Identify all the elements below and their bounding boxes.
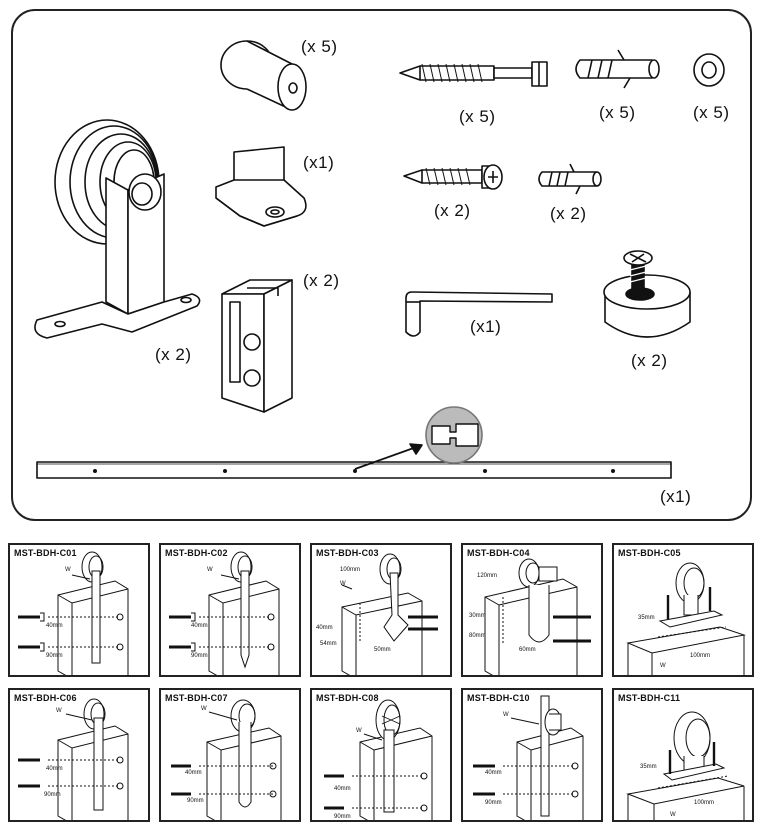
dim-label: 120mm xyxy=(477,573,498,579)
model-panel-c01: MST-BDH-C01 W 40mm 90mm xyxy=(8,543,150,677)
model-panel-c04: MST-BDH-C04 120mm 30mm 80mm 60mm xyxy=(461,543,603,677)
dim-label: 35mm xyxy=(638,615,655,621)
stopper-qty: (x 2) xyxy=(631,351,668,370)
model-title: MST-BDH-C04 xyxy=(467,548,530,558)
dim-label: W xyxy=(660,663,666,669)
dim-label: 80mm xyxy=(469,633,486,639)
dim-label: 90mm xyxy=(334,814,351,820)
model-title: MST-BDH-C07 xyxy=(165,693,228,703)
hex-key-icon xyxy=(405,291,553,337)
dim-label: 90mm xyxy=(191,653,208,659)
model-panel-c07: MST-BDH-C07 W 40mm 90mm xyxy=(159,688,301,822)
dim-label: 35mm xyxy=(640,764,657,770)
model-title: MST-BDH-C05 xyxy=(618,548,681,558)
c10-install-diagram xyxy=(473,695,584,820)
model-title: MST-BDH-C03 xyxy=(316,548,379,558)
model-panel-c03: MST-BDH-C03 100mm W 40mm 54mm 50mm xyxy=(310,543,452,677)
model-title: MST-BDH-C10 xyxy=(467,693,530,703)
dim-label: 60mm xyxy=(519,647,536,653)
dim-label: 40mm xyxy=(46,766,63,772)
dim-label: W xyxy=(201,706,207,712)
dim-label: 90mm xyxy=(485,800,502,806)
model-panel-c08: MST-BDH-C08 W 40mm 90mm xyxy=(310,688,452,822)
dim-label: 30mm xyxy=(469,613,486,619)
dim-label: W xyxy=(207,567,213,573)
lag-screw-icon xyxy=(399,61,548,87)
washer-icon xyxy=(693,53,725,87)
small-screw-qty: (x 2) xyxy=(434,201,471,220)
dim-label: W xyxy=(356,728,362,734)
model-title: MST-BDH-C08 xyxy=(316,693,379,703)
floor-guide-plate-qty: (x1) xyxy=(303,153,335,172)
dim-label: 100mm xyxy=(690,653,711,659)
door-stopper-icon xyxy=(603,250,691,338)
model-panel-c02: MST-BDH-C02 W 40mm 90mm xyxy=(159,543,301,677)
kit-illustration xyxy=(34,40,725,479)
model-title: MST-BDH-C02 xyxy=(165,548,228,558)
dim-label: 90mm xyxy=(46,653,63,659)
c08-install-diagram xyxy=(324,699,433,820)
dim-label: W xyxy=(65,567,71,573)
c11-install-diagram xyxy=(626,711,745,820)
model-panel-c05: MST-BDH-C05 35mm 100mm W xyxy=(612,543,754,677)
c04-install-diagram xyxy=(484,558,591,675)
dim-label: 50mm xyxy=(374,647,391,653)
dim-label: 90mm xyxy=(187,798,204,804)
floor-guide-cap-qty: (x 5) xyxy=(301,37,338,56)
model-panel-c10: MST-BDH-C10 W 40mm 90mm xyxy=(461,688,603,822)
dim-label: 100mm xyxy=(340,567,361,573)
anti-jump-block-icon xyxy=(221,279,293,413)
model-panel-c06: MST-BDH-C06 W 40mm 90mm xyxy=(8,688,150,822)
washer-qty: (x 5) xyxy=(693,103,730,122)
roller-qty: (x 2) xyxy=(155,345,192,364)
c07-install-diagram xyxy=(171,699,282,820)
dim-label: 40mm xyxy=(334,786,351,792)
dim-label: W xyxy=(340,581,346,587)
model-panel-c11: MST-BDH-C11 35mm W 100mm xyxy=(612,688,754,822)
dim-label: 40mm xyxy=(485,770,502,776)
model-title: MST-BDH-C01 xyxy=(14,548,77,558)
c02-install-diagram xyxy=(169,551,280,675)
dim-label: 40mm xyxy=(46,623,63,629)
dim-label: 90mm xyxy=(44,792,61,798)
dim-label: 40mm xyxy=(191,623,208,629)
anti-jump-block-qty: (x 2) xyxy=(303,271,340,290)
model-title: MST-BDH-C06 xyxy=(14,693,77,703)
c03-install-diagram xyxy=(341,553,438,675)
c01-install-diagram xyxy=(18,551,129,675)
wall-anchor-small-icon xyxy=(538,163,602,195)
wall-anchor-large-icon xyxy=(575,49,660,89)
lag-screw-qty: (x 5) xyxy=(459,107,496,126)
hex-key-qty: (x1) xyxy=(470,317,502,336)
roller-icon xyxy=(34,119,201,339)
dim-label: 54mm xyxy=(320,641,337,647)
kit-contents-panel: (x 2) (x 5) (x1) (x 2) (x 5) (x 5) (x 5)… xyxy=(11,9,752,521)
rail-icon xyxy=(36,406,672,479)
c05-install-diagram xyxy=(626,562,746,675)
dim-label: 40mm xyxy=(316,625,333,631)
anchor-large-qty: (x 5) xyxy=(599,103,636,122)
floor-guide-plate-icon xyxy=(215,146,307,227)
rail-qty: (x1) xyxy=(660,487,692,506)
dim-label: W xyxy=(503,712,509,718)
small-screw-icon xyxy=(403,164,503,190)
dim-label: 100mm xyxy=(694,800,715,806)
anchor-small-qty: (x 2) xyxy=(550,204,587,223)
c06-install-diagram xyxy=(18,698,129,820)
model-title: MST-BDH-C11 xyxy=(618,693,681,703)
floor-guide-cap-icon xyxy=(220,40,307,111)
dim-label: W xyxy=(670,812,676,818)
dim-label: 40mm xyxy=(185,770,202,776)
dim-label: W xyxy=(56,708,62,714)
